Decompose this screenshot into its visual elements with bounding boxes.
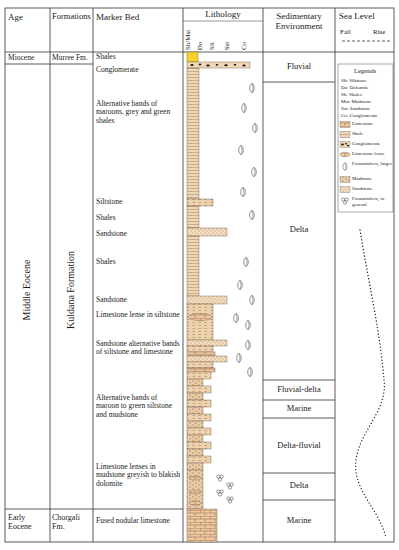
legend-item: Shale [352, 131, 392, 137]
age-cell: Miocene [8, 54, 34, 62]
fossil-symbols [217, 83, 258, 503]
marker-bed: Alternative bands of maroon to green sil… [96, 394, 181, 419]
marker-bed: Limestone lenses in mudstone greyish to … [96, 463, 181, 488]
environment-cell: Marine [287, 404, 312, 414]
environment-cell: Marine [287, 516, 312, 526]
column-header: Formations [52, 12, 91, 22]
formation-cell: Chorgali Fm. [52, 514, 92, 532]
column-header: Sea Level [339, 11, 375, 21]
lithology-subheader: Sh/Mst [185, 30, 193, 50]
legend-box [338, 64, 393, 212]
axis-label: Fall [340, 29, 351, 37]
marker-bed: Fused nodular limestone [96, 517, 181, 525]
legend-item: Limestone [352, 121, 392, 127]
legend-item: Mst: Mudstone [341, 99, 392, 105]
legend-item: Sandstone [352, 186, 392, 192]
legend-item: Mudstone [352, 176, 392, 182]
environment-cell: Delta [290, 481, 308, 491]
formation-cell: Murree Fm. [52, 54, 88, 62]
lithology-layers [187, 52, 250, 542]
legend-item: Foraminifers, larger [352, 161, 392, 167]
marker-bed: Shales [96, 258, 181, 266]
column-header: Lithology [205, 9, 241, 19]
lithology-subheader: Co [241, 42, 249, 50]
legend-item: Limestone lense [352, 151, 392, 157]
legend-item: Co: Conglomerate [341, 113, 392, 119]
legend-title: Legends [354, 67, 376, 74]
axis-label: Rise [373, 29, 385, 37]
formation-cell: Kuldana Formation [65, 251, 76, 329]
marker-bed: Shales [96, 53, 181, 61]
marker-bed: Alternative bands of maroons, grey and g… [96, 100, 181, 125]
column-header: Marker Bed [96, 12, 139, 22]
environment-cell: Fluvial-delta [277, 385, 320, 395]
marker-bed: Sandstone [96, 296, 181, 304]
table-grid [5, 8, 394, 542]
sea-level-axis [342, 41, 390, 42]
marker-bed: Shales [96, 214, 181, 222]
lithology-subheader: Do [197, 41, 205, 50]
environment-cell: Delta-fluvial [277, 441, 320, 451]
marker-bed: Limestone lense in siltstone [96, 311, 182, 319]
sea-level-curve [356, 230, 386, 538]
legend-item: Conglomerate [352, 141, 392, 147]
environment-cell: Delta [290, 225, 308, 235]
legend-item: Foraminifers, in general [352, 196, 392, 207]
marker-bed: Siltstone [96, 198, 181, 206]
lithology-subheader: Slt [209, 42, 217, 50]
marker-bed: Conglomerate [96, 66, 181, 74]
column-header: Sedimentary Environment [264, 11, 334, 31]
legend-item: Sst: Sandstone [341, 106, 392, 112]
lithology-subheader: Sst [224, 41, 232, 50]
legend-item: Do: Dolomite [341, 85, 392, 91]
marker-bed: Sandstone alternative bands of siltstone… [96, 340, 181, 357]
environment-cell: Fluvial [287, 62, 311, 72]
age-cell: Middle Eocene [21, 260, 32, 321]
column-header: Age [8, 12, 23, 22]
age-cell: Early Eocene [8, 514, 48, 532]
legend-item: Slt: Siltstone [341, 78, 392, 84]
legend-item: Sh: Shales [341, 92, 392, 98]
marker-bed: Sandstone [96, 230, 181, 238]
